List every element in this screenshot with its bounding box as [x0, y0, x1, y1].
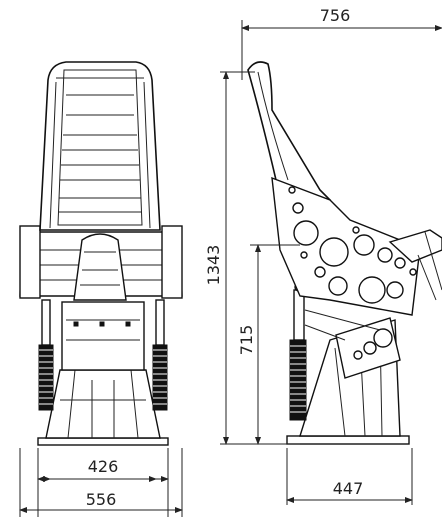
dimension-1343: 1343	[204, 245, 223, 286]
dimension-756: 756	[320, 6, 351, 25]
side-dimensions	[220, 20, 442, 505]
side-view-chair	[247, 61, 442, 445]
front-view-chair	[19, 61, 183, 446]
dimension-556: 556	[86, 490, 117, 509]
dimension-715: 715	[237, 325, 256, 356]
front-dimensions	[19, 448, 183, 517]
dimension-426: 426	[88, 457, 119, 476]
dimension-447: 447	[333, 479, 364, 498]
